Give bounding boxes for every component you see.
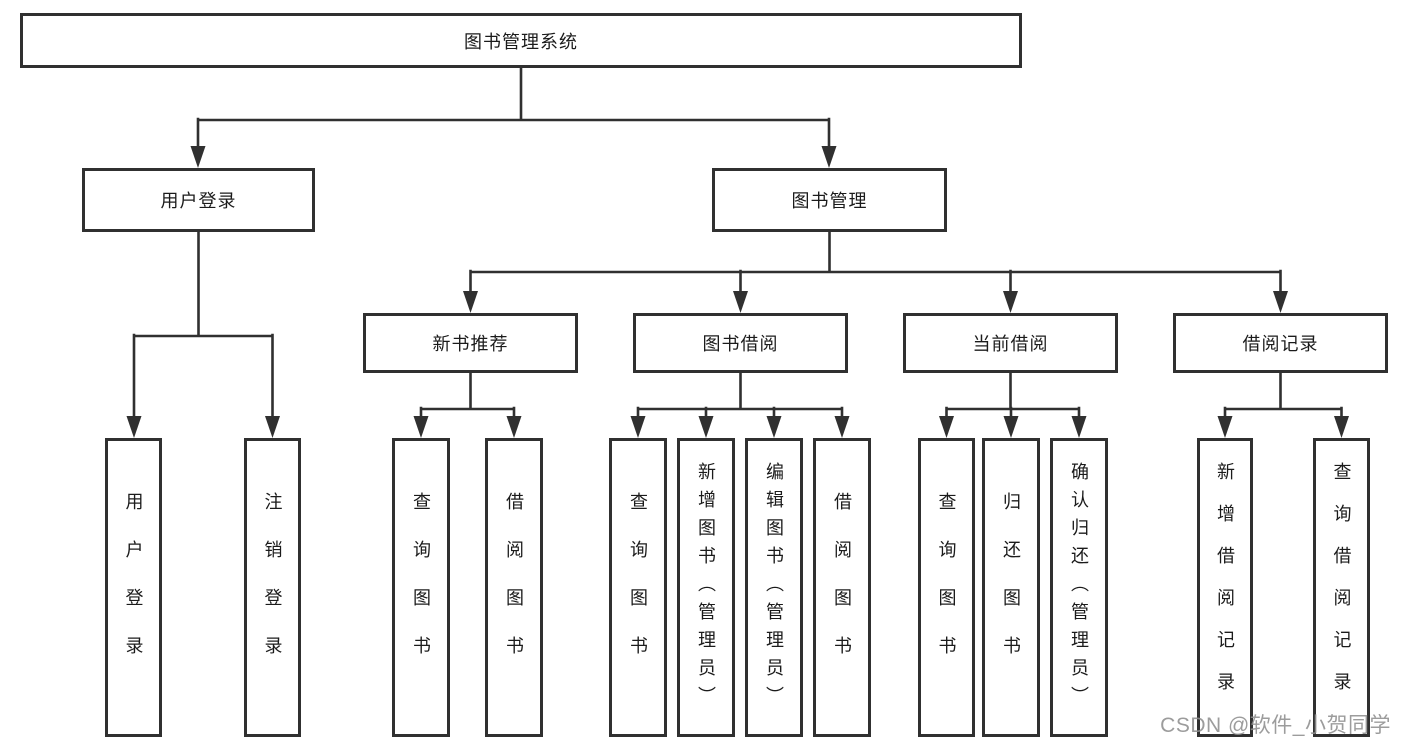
leaf-logout-login: 注销登录: [244, 438, 301, 737]
node-book-management: 图书管理: [712, 168, 947, 232]
csdn-watermark: CSDN @软件_小贺同学: [1160, 714, 1391, 737]
leaf-query-books-borrowing-label: 查询图书: [628, 491, 648, 684]
node-user-login: 用户登录: [82, 168, 315, 232]
leaf-query-books-borrowing: 查询图书: [609, 438, 667, 737]
leaf-borrow-books-recommend: 借阅图书: [485, 438, 543, 737]
node-borrowing-records: 借阅记录: [1173, 313, 1388, 373]
leaf-confirm-return-admin: 确认归还（管理员）: [1050, 438, 1108, 737]
leaf-return-books-label: 归还图书: [1001, 491, 1021, 684]
leaf-edit-book-admin: 编辑图书（管理员）: [745, 438, 803, 737]
node-current-borrowing-label: 当前借阅: [972, 334, 1049, 354]
leaf-borrow-books-label: 借阅图书: [832, 491, 852, 684]
node-new-book-recommend: 新书推荐: [363, 313, 578, 373]
leaf-query-books-recommend-label: 查询图书: [411, 491, 431, 684]
node-book-management-label: 图书管理: [791, 191, 868, 211]
leaf-confirm-return-admin-label: 确认归还（管理员）: [1069, 461, 1089, 714]
leaf-add-book-admin: 新增图书（管理员）: [677, 438, 735, 737]
leaf-user-login: 用户登录: [105, 438, 162, 737]
node-new-book-recommend-label: 新书推荐: [432, 334, 509, 354]
leaf-return-books: 归还图书: [982, 438, 1040, 737]
leaf-borrow-books: 借阅图书: [813, 438, 871, 737]
node-borrowing-records-label: 借阅记录: [1242, 334, 1319, 354]
leaf-query-borrow-record-label: 查询借阅记录: [1331, 461, 1352, 714]
leaf-query-books-current-label: 查询图书: [936, 491, 957, 684]
leaf-query-books-current: 查询图书: [918, 438, 975, 737]
leaf-query-books-recommend: 查询图书: [392, 438, 450, 737]
leaf-logout-login-label: 注销登录: [262, 491, 283, 684]
node-user-login-label: 用户登录: [160, 191, 237, 211]
leaf-user-login-label: 用户登录: [123, 491, 144, 684]
node-book-borrowing-label: 图书借阅: [702, 334, 779, 354]
node-root-system-label: 图书管理系统: [464, 31, 578, 52]
leaf-add-borrow-record-label: 新增借阅记录: [1215, 461, 1235, 714]
node-root-system: 图书管理系统: [20, 13, 1022, 68]
leaf-add-borrow-record: 新增借阅记录: [1197, 438, 1253, 737]
leaf-borrow-books-recommend-label: 借阅图书: [504, 491, 524, 684]
leaf-query-borrow-record: 查询借阅记录: [1313, 438, 1370, 737]
node-current-borrowing: 当前借阅: [903, 313, 1118, 373]
leaf-edit-book-admin-label: 编辑图书（管理员）: [764, 461, 784, 714]
leaf-add-book-admin-label: 新增图书（管理员）: [696, 461, 716, 714]
node-book-borrowing: 图书借阅: [633, 313, 848, 373]
